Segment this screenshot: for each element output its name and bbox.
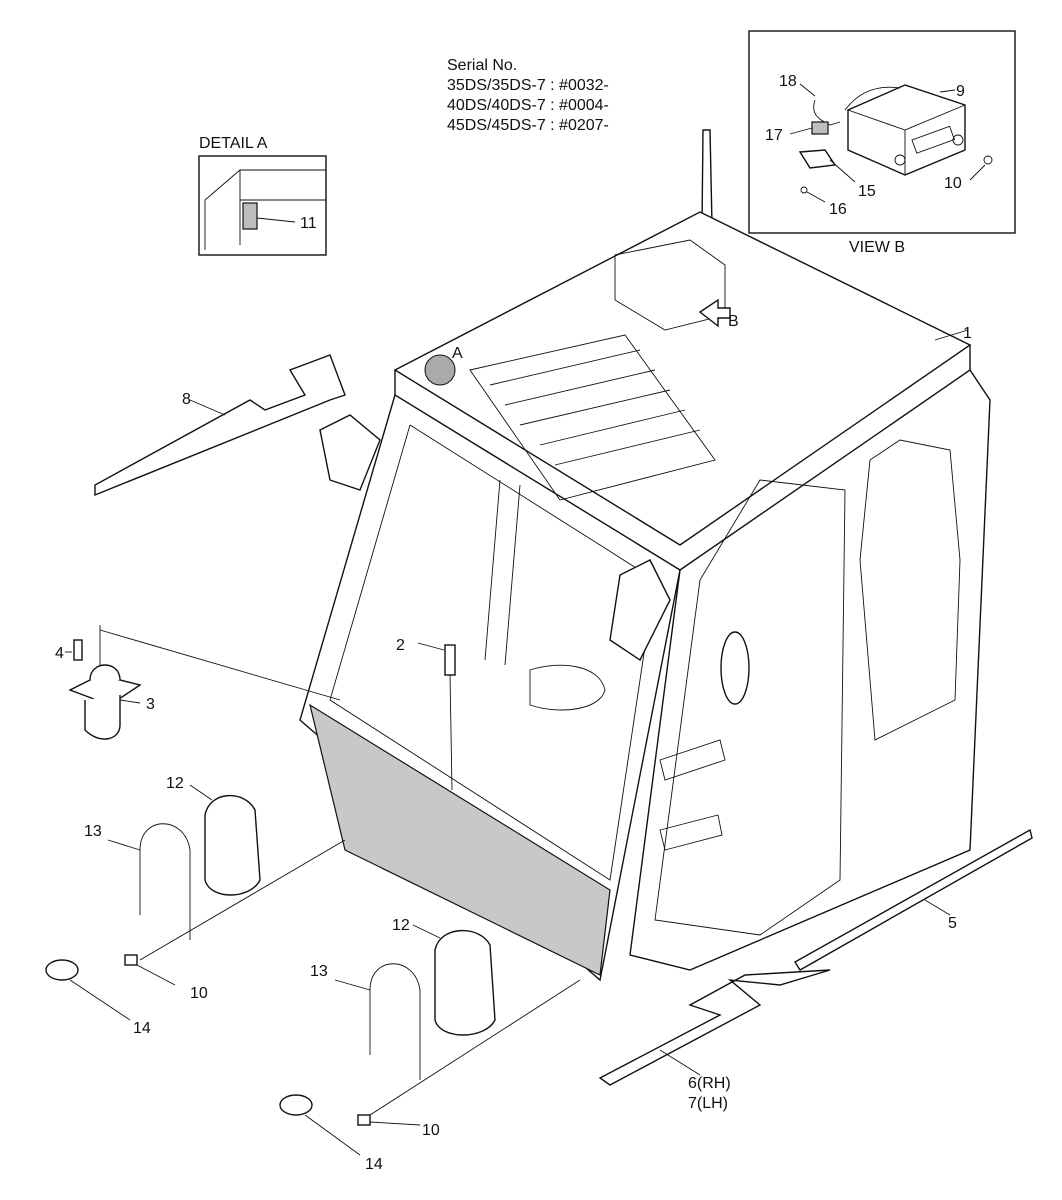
radio-unit <box>847 84 966 176</box>
callout-18: 18 <box>779 73 797 90</box>
serial-line: 40DS/40DS-7 : #0004- <box>447 97 609 114</box>
callout-14: 14 <box>133 1020 151 1037</box>
callout-5: 5 <box>948 915 957 932</box>
callout-13: 13 <box>310 963 328 980</box>
callout-12: 12 <box>166 775 184 792</box>
callout-13: 13 <box>84 823 102 840</box>
marker-b: B <box>728 313 739 330</box>
callout-1: 1 <box>963 325 972 342</box>
front-windshield <box>329 424 656 881</box>
callout-10: 10 <box>944 175 962 192</box>
serial-number-block: Serial No. 35DS/35DS-7 : #0032- 40DS/40D… <box>447 56 609 136</box>
clamp-plate-13b <box>369 963 421 1080</box>
callout-15: 15 <box>858 183 876 200</box>
steering-wheel <box>529 664 606 711</box>
callout-11: 11 <box>300 215 317 232</box>
callout-16: 16 <box>829 201 847 218</box>
roof-window <box>469 334 716 501</box>
work-light-left <box>319 414 381 491</box>
view-b-inset: 18 17 9 10 15 16 VIEW B <box>748 30 1016 256</box>
callout-6: 6(RH) <box>688 1075 731 1092</box>
cab-assembly <box>299 211 991 982</box>
detail-a-marker <box>424 354 456 386</box>
band-14b <box>279 1094 313 1116</box>
bolt-10b <box>357 1114 371 1126</box>
marker-a: A <box>452 345 463 362</box>
serial-title: Serial No. <box>447 57 518 74</box>
callout-17: 17 <box>765 127 783 144</box>
bolt-4 <box>73 639 83 661</box>
view-b-title: VIEW B <box>849 239 905 256</box>
callout-10: 10 <box>190 985 208 1002</box>
bolt-2 <box>444 644 456 676</box>
boot-left <box>45 784 346 1021</box>
clamp-plate-13a <box>139 823 191 940</box>
switch-icon <box>242 202 258 230</box>
cab-roof <box>393 211 972 546</box>
door-window <box>654 479 846 936</box>
front-lower-panel <box>309 703 611 976</box>
serial-line: 45DS/45DS-7 : #0207- <box>447 117 609 134</box>
antenna <box>701 129 713 226</box>
callout-7: 7(LH) <box>688 1095 728 1112</box>
callout-2: 2 <box>396 637 405 654</box>
rear-side-window <box>859 439 961 741</box>
side-mirror <box>720 631 750 705</box>
detail-a-inset: DETAIL A 11 <box>198 135 327 256</box>
seal-strip-6-7 <box>598 969 831 1086</box>
boot-right <box>279 924 581 1156</box>
seal-strip-8 <box>94 354 346 497</box>
view-b-arrow <box>698 298 731 328</box>
callout-4: 4 <box>55 645 64 662</box>
serial-line: 35DS/35DS-7 : #0032- <box>447 77 609 94</box>
callout-3: 3 <box>146 696 155 713</box>
band-14a <box>45 959 79 981</box>
callout-9: 9 <box>956 83 965 100</box>
callout-10: 10 <box>422 1122 440 1139</box>
wiper <box>484 479 521 666</box>
callout-12: 12 <box>392 917 410 934</box>
callout-14: 14 <box>365 1156 383 1173</box>
callout-8: 8 <box>182 391 191 408</box>
work-light-front <box>609 559 671 662</box>
cab-right-side <box>629 369 991 971</box>
detail-a-title: DETAIL A <box>199 135 268 152</box>
seal-strip-5 <box>794 828 1033 971</box>
bolt-10a <box>124 954 138 966</box>
